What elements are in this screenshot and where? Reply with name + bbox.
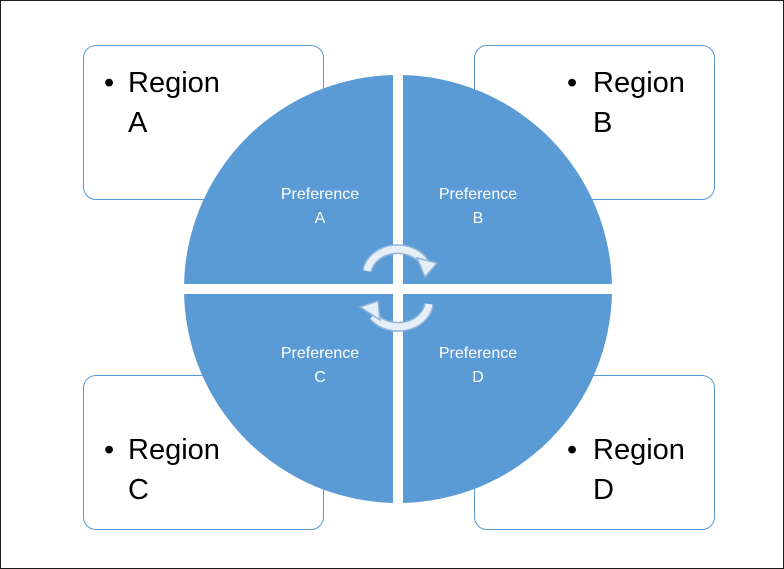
region-d-bullet: • — [567, 434, 578, 466]
preference-a-letter: A — [314, 210, 326, 227]
circular-arrows-icon — [358, 244, 439, 332]
preference-c-title: Preference — [280, 345, 360, 362]
preference-d-title: Preference — [438, 345, 518, 362]
quadrant-b — [403, 75, 612, 284]
quadrant-a — [184, 75, 393, 284]
preference-d-label: Preference D — [408, 342, 548, 390]
region-c-letter: C — [128, 474, 149, 506]
region-b-bullet: • — [567, 67, 578, 99]
preference-b-title: Preference — [438, 186, 518, 203]
preference-b-label: Preference B — [408, 183, 548, 231]
preference-a-title: Preference — [280, 186, 360, 203]
region-b-text: • Region B — [567, 63, 707, 143]
region-c-label: Region — [128, 434, 220, 466]
region-b-label: Region — [593, 67, 685, 99]
quadrant-c — [184, 294, 393, 503]
region-a-text: • Region A — [104, 63, 244, 143]
preference-c-label: Preference C — [250, 342, 390, 390]
preference-b-letter: B — [472, 210, 484, 227]
region-d-label: Region — [593, 434, 685, 466]
region-c-text: • Region C — [104, 430, 244, 510]
region-c-bullet: • — [104, 434, 115, 466]
region-d-text: • Region D — [567, 430, 707, 510]
region-b-letter: B — [593, 107, 613, 139]
preference-d-letter: D — [472, 369, 484, 386]
quadrant-d — [403, 294, 612, 503]
region-d-letter: D — [593, 474, 614, 506]
preference-a-label: Preference A — [250, 183, 390, 231]
preference-c-letter: C — [314, 369, 326, 386]
region-a-bullet: • — [104, 67, 115, 99]
region-a-letter: A — [128, 107, 148, 139]
region-a-label: Region — [128, 67, 220, 99]
